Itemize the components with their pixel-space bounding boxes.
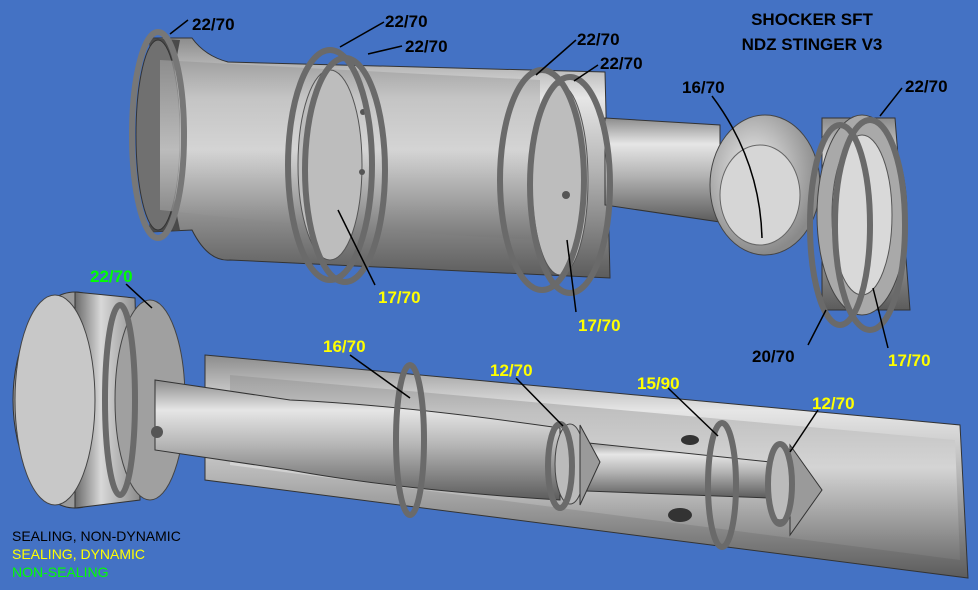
label-l7: 22/70: [905, 77, 948, 96]
neck-and-ball: [604, 114, 821, 256]
label-l4: 22/70: [577, 30, 620, 49]
label-l1: 22/70: [192, 15, 235, 34]
legend-non-sealing: NON-SEALING: [12, 564, 108, 580]
legend-sealing-dynamic: SEALING, DYNAMIC: [12, 546, 145, 562]
label-l8: 17/70: [378, 288, 421, 307]
label-l5: 22/70: [600, 54, 643, 73]
title-line-2: NDZ STINGER V3: [742, 35, 883, 54]
leader-lines: [125, 19, 903, 453]
label-l15: 15/90: [637, 374, 680, 393]
label-l3: 22/70: [405, 37, 448, 56]
lower-piston-rod: [151, 379, 823, 537]
part-labels: 22/70 22/70 22/70 22/70 22/70 16/70 22/7…: [90, 12, 948, 413]
legend-sealing-non-dynamic: SEALING, NON-DYNAMIC: [12, 528, 181, 544]
label-l16: 12/70: [812, 394, 855, 413]
label-l12: 22/70: [90, 267, 133, 286]
label-l13: 16/70: [323, 337, 366, 356]
label-l2: 22/70: [385, 12, 428, 31]
upper-body: [135, 37, 611, 279]
label-l11: 17/70: [888, 351, 931, 370]
legend: SEALING, NON-DYNAMIC SEALING, DYNAMIC NO…: [12, 528, 181, 580]
title-block: SHOCKER SFT NDZ STINGER V3: [742, 10, 883, 54]
title-line-1: SHOCKER SFT: [751, 10, 873, 29]
upper-orings: [129, 29, 908, 333]
label-l9: 17/70: [578, 316, 621, 335]
lower-orings: [102, 302, 795, 550]
label-l10: 20/70: [752, 347, 795, 366]
label-l14: 12/70: [490, 361, 533, 380]
label-l6: 16/70: [682, 78, 725, 97]
